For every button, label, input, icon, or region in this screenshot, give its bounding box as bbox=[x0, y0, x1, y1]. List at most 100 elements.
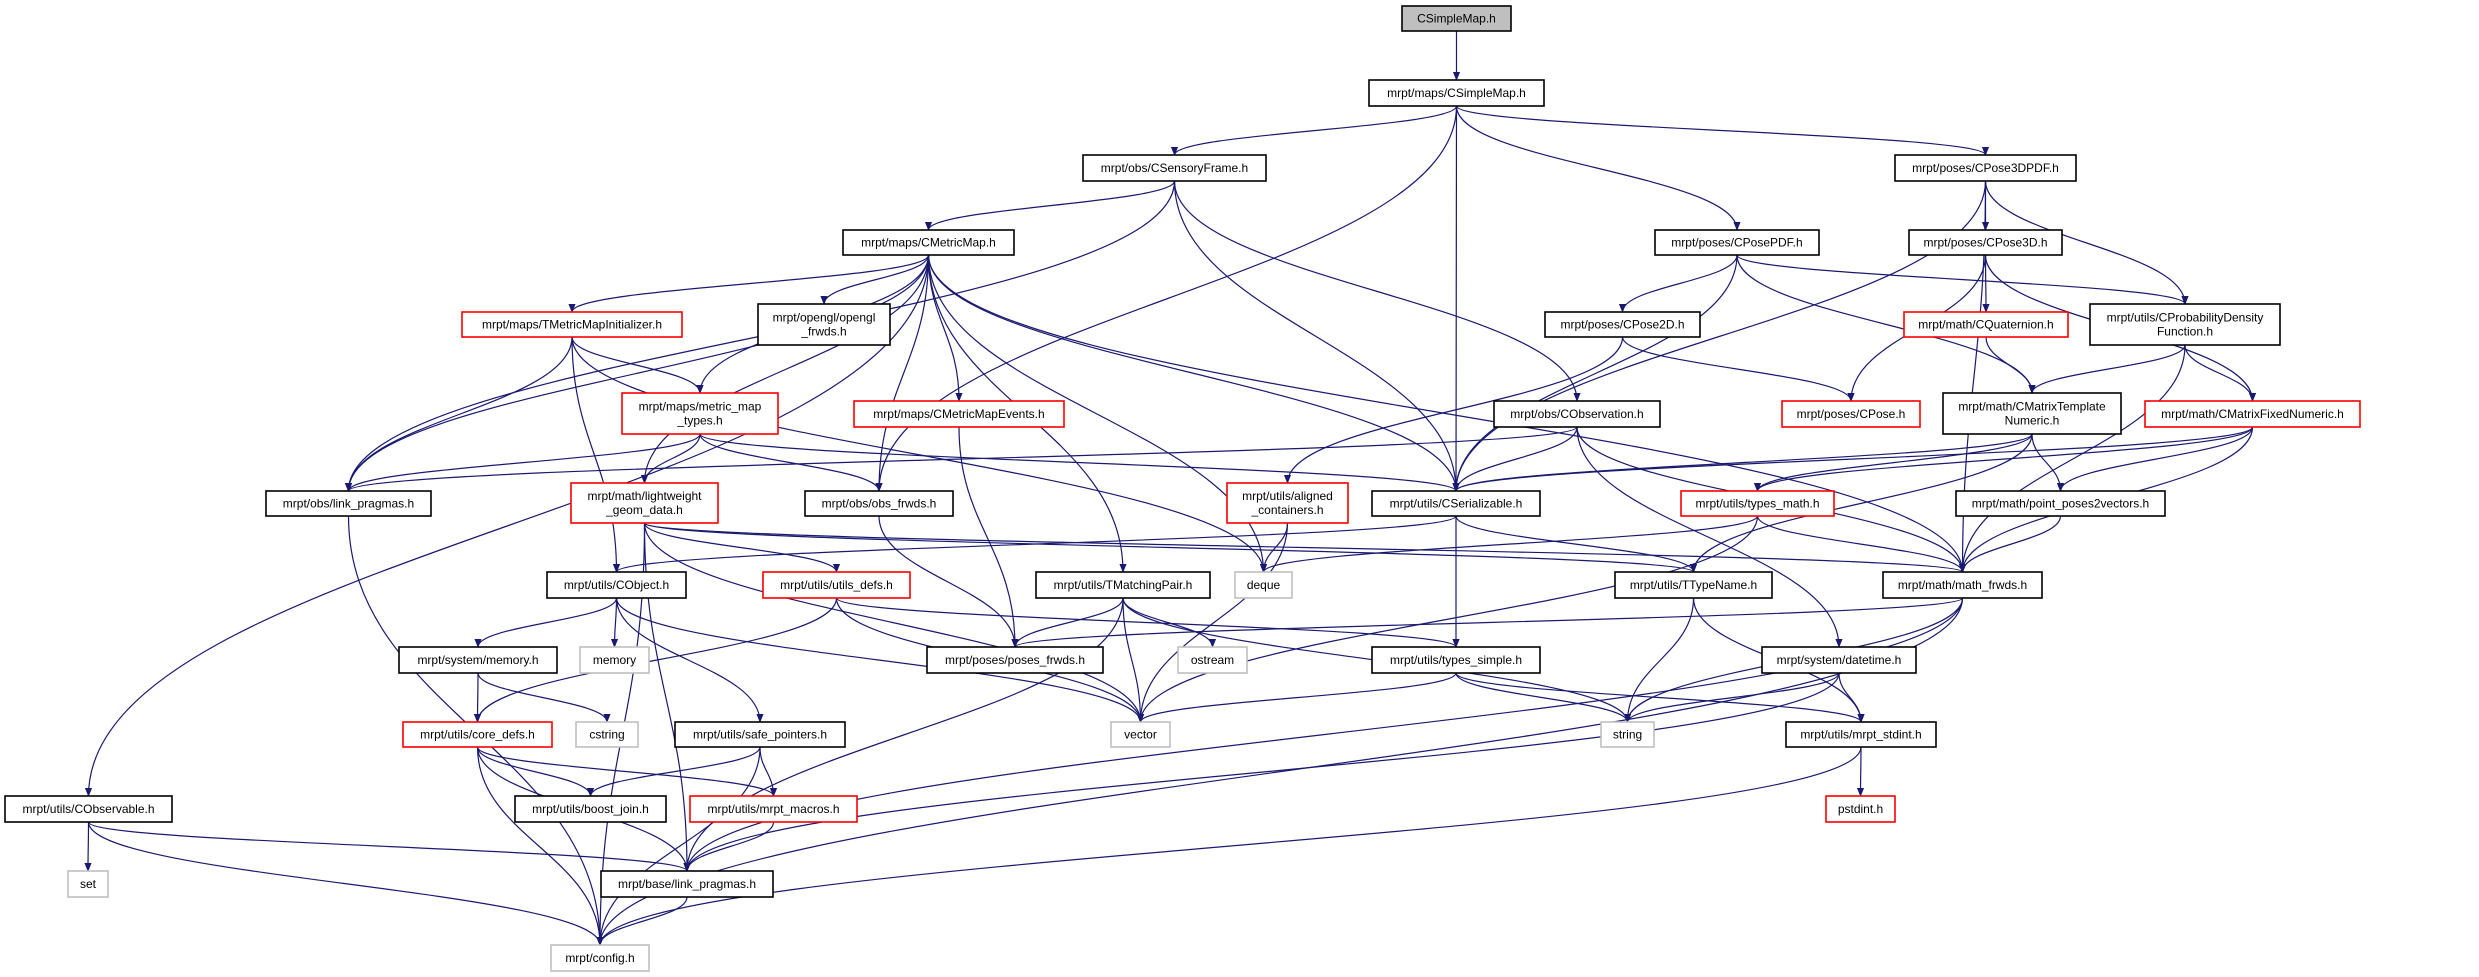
node-box bbox=[621, 392, 779, 435]
node-mrpt-base-link-pragmas-h[interactable]: mrpt/base/link_pragmas.h bbox=[600, 870, 774, 898]
node-label: mrpt/math/math_frwds.h bbox=[1898, 578, 2027, 592]
node-mrpt-utils-mrpt-macros-h[interactable]: mrpt/utils/mrpt_macros.h bbox=[689, 795, 858, 823]
node-mrpt-utils-aligned-containers-h[interactable]: mrpt/utils/aligned_containers.h bbox=[1226, 482, 1349, 524]
node-label: mrpt/poses/CPose3D.h bbox=[1923, 236, 2047, 250]
edge-ab-to-ao bbox=[1122, 597, 1145, 723]
node-mrpt-poses-cpose3d-h[interactable]: mrpt/poses/CPose3D.h bbox=[1908, 229, 2063, 256]
node-mrpt-utils-types-simple-h[interactable]: mrpt/utils/types_simple.h bbox=[1371, 646, 1541, 674]
edge-af-to-al bbox=[473, 672, 482, 723]
edge-al-to-ax bbox=[476, 746, 604, 946]
edge-h-to-ac bbox=[571, 336, 1268, 573]
node-label: mrpt/utils/boost_join.h bbox=[532, 802, 649, 816]
edge-r-to-x bbox=[1754, 426, 2254, 492]
node-mrpt-poses-poses-frwds-h[interactable]: mrpt/poses/poses_frwds.h bbox=[926, 646, 1104, 674]
node-mrpt-poses-cpose3dpdf-h[interactable]: mrpt/poses/CPose3DPDF.h bbox=[1894, 154, 2077, 182]
node-mrpt-obs-link-pragmas-h[interactable]: mrpt/obs/link_pragmas.h bbox=[265, 490, 432, 517]
edge-ar-to-av bbox=[84, 821, 92, 872]
node-mrpt-math-cquaternion-h[interactable]: mrpt/math/CQuaternion.h bbox=[1903, 311, 2069, 338]
node-box bbox=[398, 646, 558, 674]
edge-b-to-d bbox=[1455, 105, 1989, 156]
node-mrpt-maps-cmetricmapevents-h[interactable]: mrpt/maps/CMetricMapEvents.h bbox=[853, 400, 1065, 428]
node-mrpt-utils-mrpt-stdint-h[interactable]: mrpt/utils/mrpt_stdint.h bbox=[1785, 721, 1937, 748]
node-mrpt-utils-cobject-h[interactable]: mrpt/utils/CObject.h bbox=[546, 571, 687, 599]
node-mrpt-maps-tmetricmapinitializer-h[interactable]: mrpt/maps/TMetricMapInitializer.h bbox=[461, 311, 683, 338]
edge-ar-to-aw bbox=[87, 821, 691, 872]
edge-at-to-aw bbox=[683, 821, 775, 872]
node-box bbox=[402, 721, 553, 748]
node-mrpt-poses-cpose-h[interactable]: mrpt/poses/CPose.h bbox=[1781, 400, 1921, 428]
node-label: CSimpleMap.h bbox=[1417, 12, 1496, 26]
node-box bbox=[1894, 154, 2077, 182]
edge-m-to-s bbox=[345, 433, 701, 492]
node-csimplemap-h[interactable]: CSimpleMap.h bbox=[1401, 5, 1512, 32]
node-label: mrpt/maps/CSimpleMap.h bbox=[1387, 86, 1526, 100]
node-string: string bbox=[1600, 721, 1655, 748]
node-label: mrpt/obs/link_pragmas.h bbox=[283, 497, 414, 511]
node-mrpt-utils-ttypename-h[interactable]: mrpt/utils/TTypeName.h bbox=[1614, 571, 1773, 599]
edge-ak-to-aw bbox=[683, 672, 1840, 872]
node-box bbox=[550, 944, 650, 972]
node-label: mrpt/utils/types_simple.h bbox=[1390, 653, 1522, 667]
edge-t-to-ao bbox=[643, 522, 1145, 723]
node-label: string bbox=[1613, 728, 1642, 742]
node-mrpt-utils-safe-pointers-h[interactable]: mrpt/utils/safe_pointers.h bbox=[674, 721, 846, 748]
node-box bbox=[461, 311, 683, 338]
edge-an-to-ax bbox=[596, 746, 761, 946]
node-mrpt-maps-metric-map-types-h[interactable]: mrpt/maps/metric_map_types.h bbox=[621, 392, 779, 435]
node-mrpt-opengl-opengl-frwds-h[interactable]: mrpt/opengl/opengl_frwds.h bbox=[757, 303, 891, 346]
edge-r-to-y bbox=[2056, 426, 2254, 492]
node-label: mrpt/poses/CPose.h bbox=[1797, 407, 1906, 421]
node-box bbox=[1600, 721, 1655, 748]
node-box bbox=[1614, 571, 1773, 599]
node-mrpt-utils-tmatchingpair-h[interactable]: mrpt/utils/TMatchingPair.h bbox=[1035, 571, 1211, 599]
node-mrpt-system-datetime-h[interactable]: mrpt/system/datetime.h bbox=[1761, 646, 1917, 674]
node-mrpt-utils-core-defs-h[interactable]: mrpt/utils/core_defs.h bbox=[402, 721, 553, 748]
edge-z-to-an bbox=[615, 597, 764, 723]
node-mrpt-utils-cserializable-h[interactable]: mrpt/utils/CSerializable.h bbox=[1371, 490, 1541, 517]
edge-n-to-ah bbox=[958, 426, 1019, 648]
node-mrpt-math-lightweight-geom-data-h[interactable]: mrpt/math/lightweight_geom_data.h bbox=[570, 482, 719, 524]
node-mrpt-math-math-frwds-h[interactable]: mrpt/math/math_frwds.h bbox=[1882, 571, 2043, 599]
node-mrpt-obs-csensoryframe-h[interactable]: mrpt/obs/CSensoryFrame.h bbox=[1082, 154, 1267, 182]
edge-aj-to-ao bbox=[1137, 672, 1457, 723]
node-label: mrpt/poses/CPose3DPDF.h bbox=[1912, 161, 2059, 175]
node-pstdint-h[interactable]: pstdint.h bbox=[1825, 795, 1896, 823]
edge-m-to-u bbox=[699, 433, 883, 492]
node-box bbox=[762, 571, 911, 599]
nodes-layer: CSimpleMap.h mrpt/maps/CSimpleMap.h mrpt/o… bbox=[4, 5, 2361, 972]
node-mrpt-math-cmatrixfixednumeric-h[interactable]: mrpt/math/CMatrixFixedNumeric.h bbox=[2144, 400, 2361, 428]
node-mrpt-poses-cpose2d-h[interactable]: mrpt/poses/CPose2D.h bbox=[1544, 311, 1701, 338]
edge-w-to-z bbox=[613, 515, 1457, 573]
edge-t-to-aa bbox=[643, 522, 841, 573]
edges-layer bbox=[84, 30, 2257, 946]
node-mrpt-utils-boost-join-h[interactable]: mrpt/utils/boost_join.h bbox=[514, 795, 667, 823]
node-mrpt-maps-cmetricmap-h[interactable]: mrpt/maps/CMetricMap.h bbox=[842, 229, 1015, 256]
edge-ae-to-aw bbox=[683, 597, 1964, 872]
node-box bbox=[600, 870, 774, 898]
node-mrpt-obs-obs-frwds-h[interactable]: mrpt/obs/obs_frwds.h bbox=[804, 490, 954, 517]
node-mrpt-math-point-poses2vectors-h[interactable]: mrpt/math/point_poses2vectors.h bbox=[1955, 490, 2166, 517]
node-label: vector bbox=[1124, 728, 1157, 742]
node-mrpt-poses-cposepdf-h[interactable]: mrpt/poses/CPosePDF.h bbox=[1654, 229, 1820, 256]
edge-aa-to-al bbox=[473, 597, 838, 723]
node-label: mrpt/math/point_poses2vectors.h bbox=[1972, 497, 2149, 511]
node-label: mrpt/maps/CMetricMap.h bbox=[861, 236, 996, 250]
node-box bbox=[575, 721, 639, 748]
node-box bbox=[1371, 646, 1541, 674]
node-box bbox=[853, 400, 1065, 428]
node-mrpt-maps-csimplemap-h[interactable]: mrpt/maps/CSimpleMap.h bbox=[1368, 79, 1545, 107]
node-mrpt-obs-cobservation-h[interactable]: mrpt/obs/CObservation.h bbox=[1493, 400, 1661, 428]
node-mrpt-utils-cobservable-h[interactable]: mrpt/utils/CObservable.h bbox=[4, 795, 173, 823]
node-mrpt-system-memory-h[interactable]: mrpt/system/memory.h bbox=[398, 646, 558, 674]
node-label: mrpt/utils/aligned_containers.h bbox=[1242, 489, 1333, 517]
edge-an-to-as bbox=[586, 746, 761, 797]
node-box bbox=[1882, 571, 2043, 599]
node-label: mrpt/obs/CSensoryFrame.h bbox=[1101, 161, 1248, 175]
node-mrpt-utils-utils-defs-h[interactable]: mrpt/utils/utils_defs.h bbox=[762, 571, 911, 599]
edge-u-to-ah bbox=[878, 515, 1019, 648]
node-box bbox=[1234, 571, 1293, 599]
node-mrpt-utils-types-math-h[interactable]: mrpt/utils/types_math.h bbox=[1680, 490, 1835, 517]
node-set: set bbox=[67, 870, 109, 898]
